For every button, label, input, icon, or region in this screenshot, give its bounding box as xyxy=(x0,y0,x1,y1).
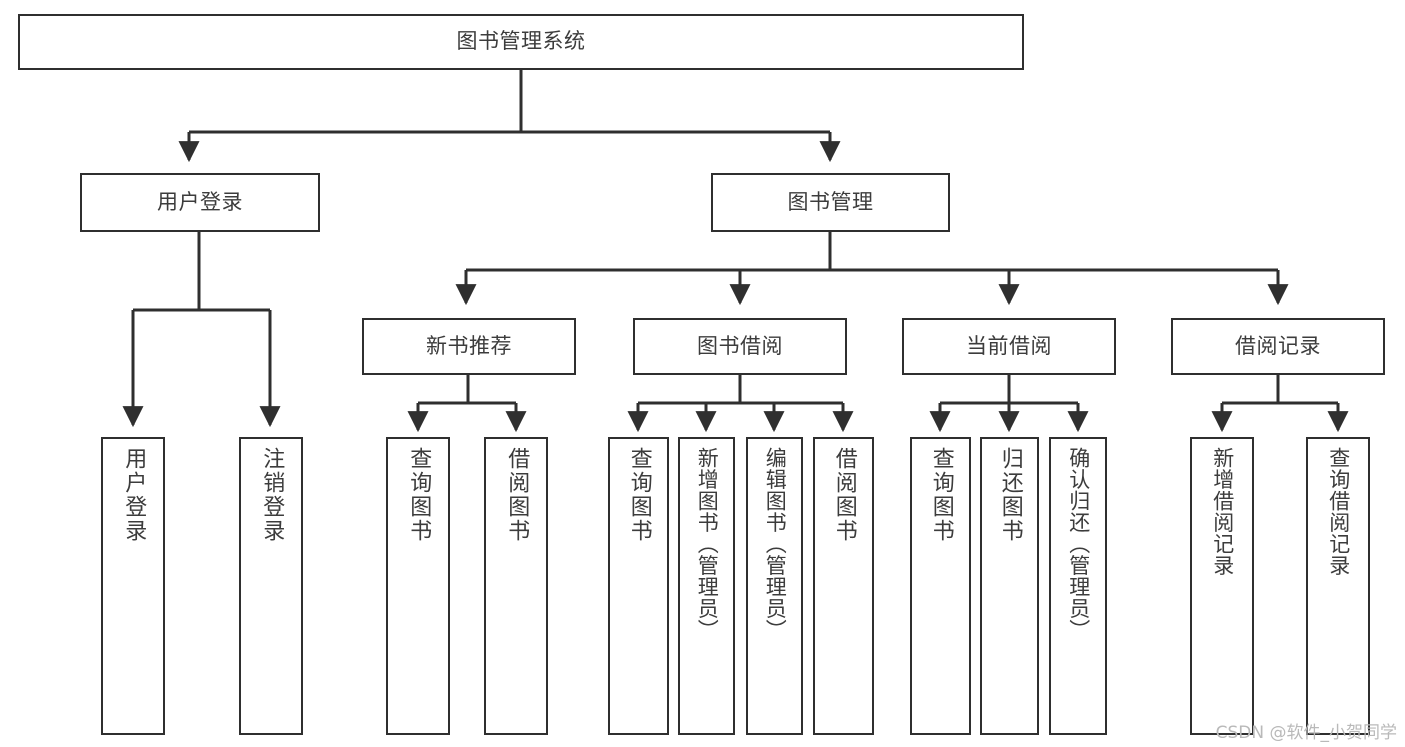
node-borrow-record-label: 借阅记录 xyxy=(1235,333,1321,358)
node-leaf-bb-add-book[interactable]: 新增图书（管理员） xyxy=(678,437,735,735)
node-user-login-label: 用户登录 xyxy=(157,189,243,214)
node-new-book-recommend-label: 新书推荐 xyxy=(426,333,512,358)
node-leaf-nb-borrow-book[interactable]: 借阅图书 xyxy=(484,437,548,735)
node-leaf-cb-confirm-return[interactable]: 确认归还（管理员） xyxy=(1049,437,1107,735)
node-leaf-br-query-record-label: 查询借阅记录 xyxy=(1326,447,1351,576)
node-leaf-cb-return-book[interactable]: 归还图书 xyxy=(980,437,1039,735)
node-book-manage[interactable]: 图书管理 xyxy=(711,173,950,232)
node-book-borrow[interactable]: 图书借阅 xyxy=(633,318,847,375)
node-current-borrow[interactable]: 当前借阅 xyxy=(902,318,1116,375)
node-leaf-br-add-record[interactable]: 新增借阅记录 xyxy=(1190,437,1254,735)
node-leaf-logout[interactable]: 注销登录 xyxy=(239,437,303,735)
node-leaf-user-login[interactable]: 用户登录 xyxy=(101,437,165,735)
node-leaf-bb-edit-book-label: 编辑图书（管理员） xyxy=(763,447,788,641)
node-leaf-nb-query-book-label: 查询图书 xyxy=(406,447,432,543)
node-leaf-bb-borrow-book-label: 借阅图书 xyxy=(831,447,857,543)
node-new-book-recommend[interactable]: 新书推荐 xyxy=(362,318,576,375)
node-leaf-bb-edit-book[interactable]: 编辑图书（管理员） xyxy=(746,437,803,735)
node-leaf-bb-add-book-label: 新增图书（管理员） xyxy=(695,447,720,641)
node-root-label: 图书管理系统 xyxy=(456,29,586,54)
node-leaf-logout-label: 注销登录 xyxy=(259,447,285,543)
node-leaf-br-query-record[interactable]: 查询借阅记录 xyxy=(1306,437,1370,735)
node-leaf-cb-confirm-return-label: 确认归还（管理员） xyxy=(1066,447,1091,641)
node-root[interactable]: 图书管理系统 xyxy=(18,14,1024,70)
node-leaf-bb-query-book-label: 查询图书 xyxy=(626,447,652,543)
node-leaf-bb-borrow-book[interactable]: 借阅图书 xyxy=(813,437,874,735)
node-leaf-cb-query-book[interactable]: 查询图书 xyxy=(910,437,971,735)
node-leaf-cb-return-book-label: 归还图书 xyxy=(997,447,1023,543)
node-leaf-nb-borrow-book-label: 借阅图书 xyxy=(504,447,530,543)
node-leaf-cb-query-book-label: 查询图书 xyxy=(928,447,954,543)
node-book-borrow-label: 图书借阅 xyxy=(697,333,783,358)
node-leaf-br-add-record-label: 新增借阅记录 xyxy=(1210,447,1235,576)
node-leaf-nb-query-book[interactable]: 查询图书 xyxy=(386,437,450,735)
node-current-borrow-label: 当前借阅 xyxy=(966,333,1052,358)
node-book-manage-label: 图书管理 xyxy=(787,189,874,214)
node-user-login[interactable]: 用户登录 xyxy=(80,173,320,232)
node-borrow-record[interactable]: 借阅记录 xyxy=(1171,318,1385,375)
node-leaf-user-login-label: 用户登录 xyxy=(121,447,147,543)
node-leaf-bb-query-book[interactable]: 查询图书 xyxy=(608,437,669,735)
